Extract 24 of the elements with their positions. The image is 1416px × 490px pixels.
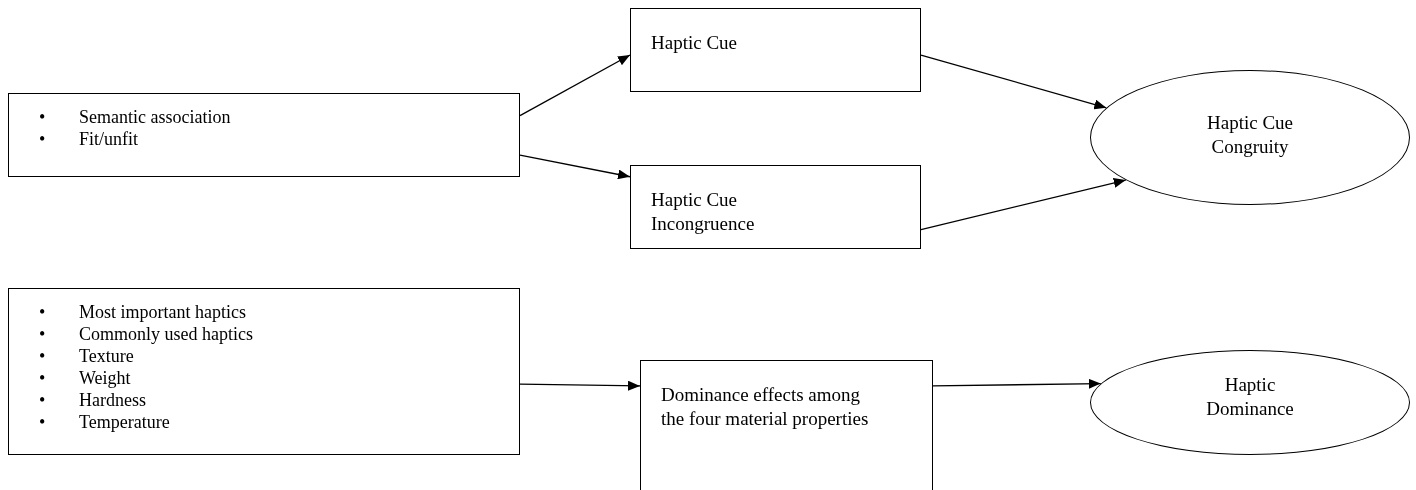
list-item: • Fit/unfit bbox=[39, 128, 139, 150]
node-label: Haptic Cue Incongruence bbox=[651, 188, 756, 236]
process-box bbox=[630, 8, 921, 92]
process-box bbox=[640, 360, 933, 490]
arrow bbox=[920, 54, 1107, 110]
list-item: • Most important haptics bbox=[39, 301, 247, 323]
node-label: Dominance effects among the four material properties bbox=[661, 383, 870, 431]
node-label: Haptic Cue Congruity bbox=[1206, 111, 1294, 159]
list-item: • Semantic association bbox=[39, 106, 232, 128]
arrow bbox=[932, 378, 1102, 389]
arrow bbox=[519, 380, 641, 391]
bullet-list-box bbox=[8, 288, 520, 455]
list-item: • Hardness bbox=[39, 389, 147, 411]
list-item: • Temperature bbox=[39, 411, 171, 433]
arrow bbox=[519, 154, 631, 180]
bullet-list-box bbox=[8, 93, 520, 177]
list-item: • Weight bbox=[39, 367, 132, 389]
process-box bbox=[630, 165, 921, 249]
list-item: • Texture bbox=[39, 345, 135, 367]
list-item: • Commonly used haptics bbox=[39, 323, 254, 345]
node-label: Haptic Dominance bbox=[1205, 373, 1295, 421]
arrow bbox=[920, 178, 1127, 231]
node-label: Haptic Cue bbox=[651, 31, 738, 55]
arrow bbox=[519, 54, 631, 117]
